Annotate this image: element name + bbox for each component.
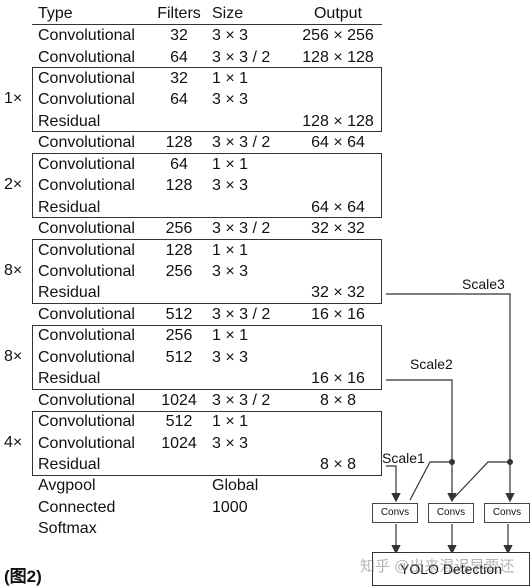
residual-block-1 bbox=[32, 67, 382, 132]
header-type: Type bbox=[38, 5, 73, 22]
row-size: 3 × 3 bbox=[212, 262, 249, 280]
figure-label: (图2) bbox=[4, 567, 42, 586]
row-type: Residual bbox=[38, 112, 101, 130]
row-type: Residual bbox=[38, 370, 101, 388]
row-size: 1 × 1 bbox=[212, 241, 249, 259]
residual-block-4 bbox=[32, 325, 382, 390]
row-type: Convolutional bbox=[38, 177, 135, 195]
row-type: Convolutional bbox=[38, 155, 135, 173]
row-filters: 256 bbox=[165, 262, 193, 280]
residual-block-5 bbox=[32, 411, 382, 476]
header-size: Size bbox=[212, 5, 244, 22]
watermark: 知乎 @出来混迟早要还 bbox=[360, 558, 515, 575]
row-filters: 64 bbox=[170, 155, 188, 173]
row-filters: 512 bbox=[165, 305, 193, 323]
row-filters: 64 bbox=[170, 48, 188, 66]
row-type: Convolutional bbox=[38, 413, 135, 431]
row-output: 32 × 32 bbox=[311, 284, 365, 302]
repeat-label: 4× bbox=[4, 434, 23, 451]
row-output: 16 × 16 bbox=[311, 370, 365, 388]
scale3-label: Scale3 bbox=[462, 276, 505, 292]
row-type: Convolutional bbox=[38, 348, 135, 366]
row-filters: 256 bbox=[165, 220, 193, 237]
scale1-label: Scale1 bbox=[382, 450, 425, 466]
row-filters: 256 bbox=[165, 327, 193, 345]
row-output: 64 × 64 bbox=[311, 198, 365, 216]
residual-block-3 bbox=[32, 239, 382, 304]
repeat-label: 1× bbox=[4, 90, 23, 107]
row-filters: 1024 bbox=[161, 434, 197, 452]
row-filters: 128 bbox=[165, 134, 193, 152]
row-filters: 64 bbox=[170, 91, 188, 109]
row-size: 3 × 3 bbox=[212, 348, 249, 366]
row-size: 1 × 1 bbox=[212, 69, 249, 87]
row-type: Convolutional bbox=[38, 69, 135, 87]
row-output: 256 × 256 bbox=[302, 27, 374, 44]
row-type: Residual bbox=[38, 456, 101, 473]
row-type: Convolutional bbox=[38, 327, 135, 345]
row-output: 64 × 64 bbox=[311, 134, 365, 152]
row-type: Softmax bbox=[38, 520, 97, 538]
row-type: Convolutional bbox=[38, 434, 135, 452]
convs-box-3: Convs bbox=[484, 503, 530, 523]
yolo-detection-box: YOLO Detection bbox=[372, 552, 530, 586]
row-size: 3 × 3 / 2 bbox=[212, 391, 271, 409]
row-size: 3 × 3 / 2 bbox=[212, 305, 271, 323]
repeat-label: 8× bbox=[4, 262, 23, 279]
scale2-label: Scale2 bbox=[410, 356, 453, 372]
row-filters: 32 bbox=[170, 69, 188, 87]
row-type: Residual bbox=[38, 198, 101, 216]
row-filters: 512 bbox=[165, 413, 193, 431]
row-size: 3 × 3 / 2 bbox=[212, 220, 271, 237]
row-output: 32 × 32 bbox=[311, 220, 365, 237]
row-type: Avgpool bbox=[38, 477, 96, 495]
row-type: Convolutional bbox=[38, 91, 135, 109]
row-output: 8 × 8 bbox=[319, 456, 357, 473]
row-type: Convolutional bbox=[38, 305, 135, 323]
row-size: 3 × 3 / 2 bbox=[212, 48, 271, 66]
row-type: Convolutional bbox=[38, 262, 135, 280]
row-size: 3 × 3 bbox=[212, 27, 249, 44]
convs-box-1: Convs bbox=[372, 503, 418, 523]
row-filters: 128 bbox=[165, 241, 193, 259]
row-size: 3 × 3 bbox=[212, 434, 249, 452]
row-filters: 1024 bbox=[161, 391, 197, 409]
row-type: Convolutional bbox=[38, 241, 135, 259]
row-output: 16 × 16 bbox=[311, 305, 365, 323]
row-output: 128 × 128 bbox=[302, 48, 374, 66]
row-type: Convolutional bbox=[38, 391, 135, 409]
header-divider bbox=[32, 24, 382, 25]
row-type: Convolutional bbox=[38, 134, 135, 152]
repeat-label: 8× bbox=[4, 348, 23, 365]
row-type: Convolutional bbox=[38, 27, 135, 44]
row-type: Convolutional bbox=[38, 48, 135, 66]
row-size: 1 × 1 bbox=[212, 327, 249, 345]
row-size: 1 × 1 bbox=[212, 413, 249, 431]
repeat-label: 2× bbox=[4, 176, 23, 193]
header-filters: Filters bbox=[157, 5, 201, 22]
row-output: 128 × 128 bbox=[302, 112, 374, 130]
row-size: 3 × 3 bbox=[212, 91, 249, 109]
convs-box-2: Convs bbox=[428, 503, 474, 523]
header-output: Output bbox=[313, 5, 363, 22]
row-filters: 512 bbox=[165, 348, 193, 366]
row-size: 3 × 3 / 2 bbox=[212, 134, 271, 152]
residual-block-2 bbox=[32, 153, 382, 218]
row-filters: 32 bbox=[170, 27, 188, 44]
row-size: 1 × 1 bbox=[212, 155, 249, 173]
row-filters: 128 bbox=[165, 177, 193, 195]
row-size: 1000 bbox=[212, 498, 248, 516]
row-size: Global bbox=[212, 477, 259, 495]
row-size: 3 × 3 bbox=[212, 177, 249, 195]
row-type: Residual bbox=[38, 284, 101, 302]
row-type: Convolutional bbox=[38, 220, 135, 237]
row-type: Connected bbox=[38, 498, 116, 516]
row-output: 8 × 8 bbox=[319, 391, 357, 409]
